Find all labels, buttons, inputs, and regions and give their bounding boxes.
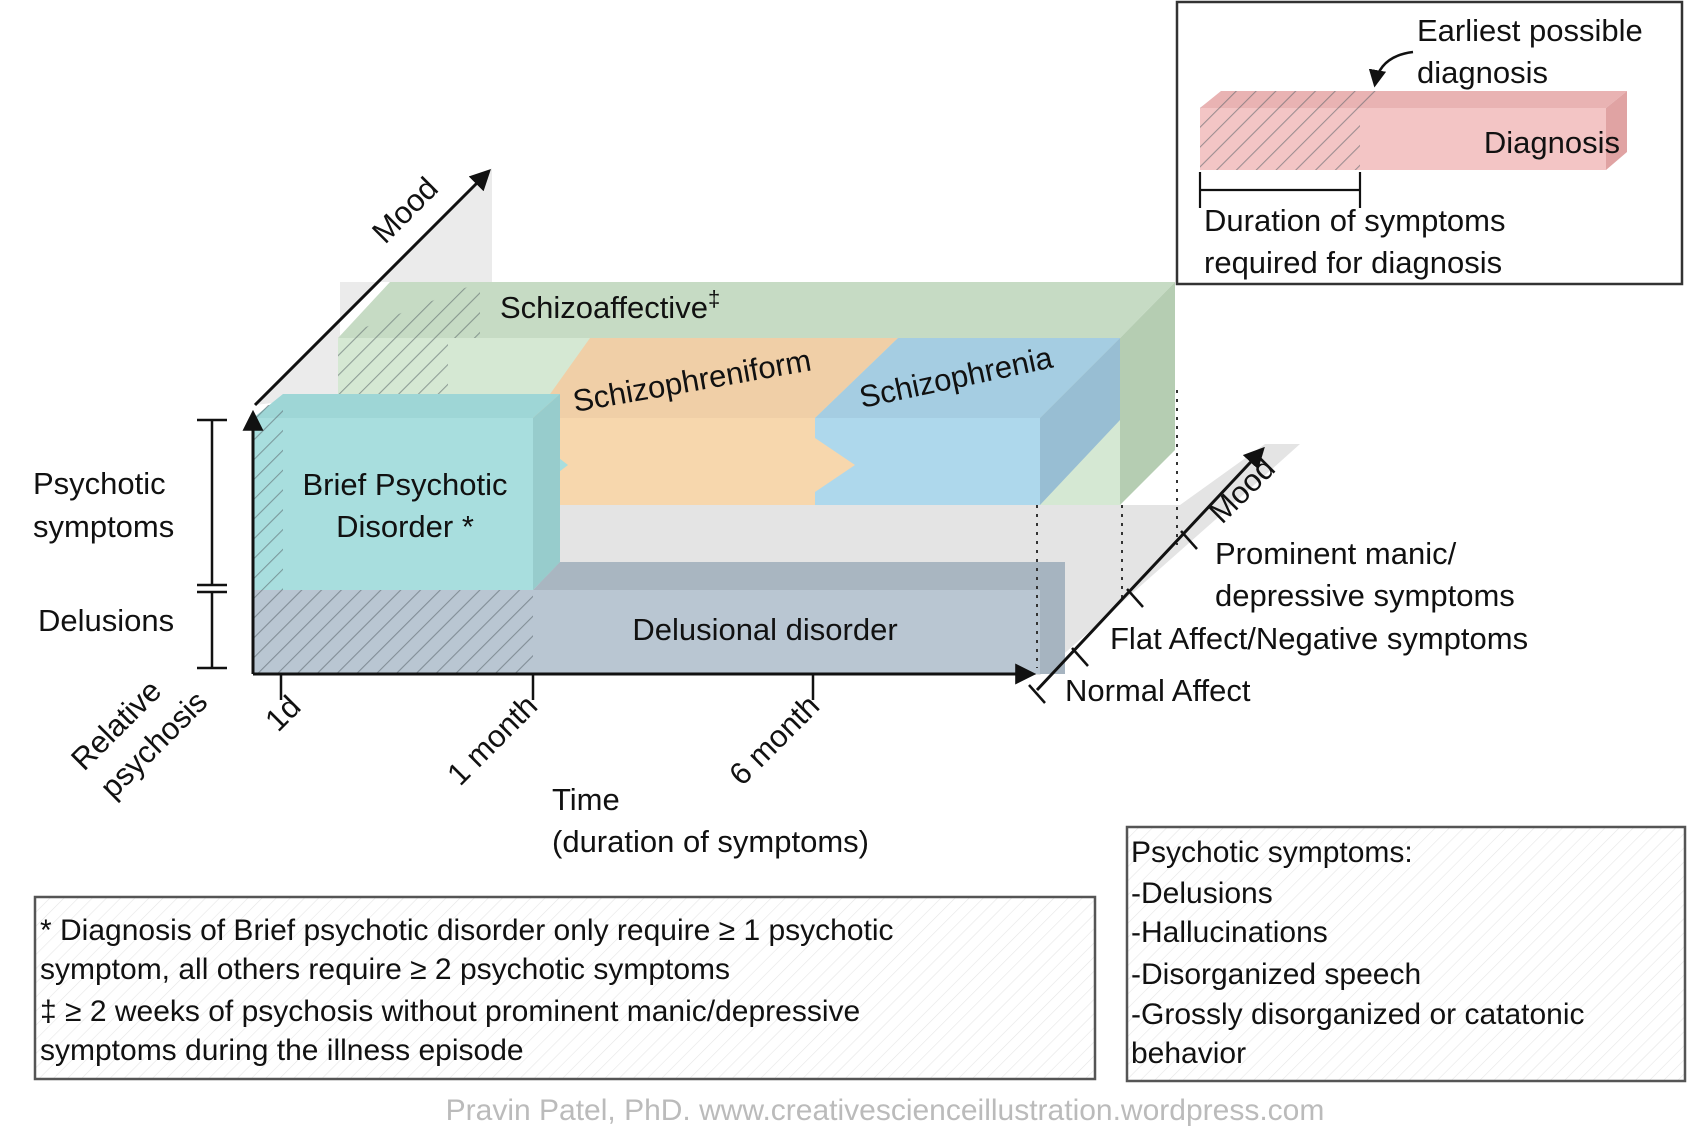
tick-label-6-month: 6 month xyxy=(722,688,826,792)
note-line-2: symptom, all others require ≥ 2 psychoti… xyxy=(40,953,730,986)
schizophrenia-block xyxy=(815,338,1120,505)
tick-label-1d: 1d xyxy=(258,689,307,738)
label-delusions: Delusions xyxy=(38,603,174,638)
notes-box: * Diagnosis of Brief psychotic disorder … xyxy=(33,895,1097,1081)
y-bracket xyxy=(197,418,227,670)
symptom-item: behavior xyxy=(1131,1037,1246,1070)
legend-duration-bracket xyxy=(1198,172,1362,208)
label-manic-1: Prominent manic/ xyxy=(1215,536,1457,571)
label-schizoaffective: Schizoaffective‡ xyxy=(500,286,720,325)
brief-psychotic-block xyxy=(253,394,560,590)
label-manic-2: depressive symptoms xyxy=(1215,578,1515,613)
projection-lines xyxy=(1036,390,1178,668)
legend-earliest-1: Earliest possible xyxy=(1417,13,1643,48)
label-brief-line2: Disorder * xyxy=(336,509,474,544)
legend-duration-2: required for diagnosis xyxy=(1204,245,1502,280)
label-psychotic-2: symptoms xyxy=(33,509,174,544)
mood-tick-marks xyxy=(1028,530,1198,704)
label-psychotic-1: Psychotic xyxy=(33,466,166,501)
label-normal-affect: Normal Affect xyxy=(1065,673,1251,708)
label-time: Time xyxy=(552,782,620,817)
tick-label-1-month: 1 month xyxy=(440,688,544,792)
mood-axis-top xyxy=(253,169,491,407)
time-tick-marks xyxy=(279,674,815,700)
label-time-sub: (duration of symptoms) xyxy=(552,824,869,859)
credit-line: Pravin Patel, PhD. www.creativescienceil… xyxy=(446,1094,1325,1127)
legend-diagnosis-label: Diagnosis xyxy=(1484,125,1620,160)
symptoms-box: Psychotic symptoms: -Delusions -Hallucin… xyxy=(1125,825,1687,1083)
legend-earliest-2: diagnosis xyxy=(1417,55,1548,90)
symptom-item: -Delusions xyxy=(1131,877,1273,910)
legend-duration-1: Duration of symptoms xyxy=(1204,203,1506,238)
note-line-1: * Diagnosis of Brief psychotic disorder … xyxy=(40,914,894,947)
symptom-item: -Hallucinations xyxy=(1131,916,1328,949)
legend-pointer-arrow xyxy=(1368,50,1414,88)
note-line-4: symptoms during the illness episode xyxy=(40,1034,524,1067)
schizophreniform-block xyxy=(533,338,898,505)
symptoms-title: Psychotic symptoms: xyxy=(1131,836,1413,869)
label-delusional: Delusional disorder xyxy=(632,612,897,647)
legend-box: Diagnosis Earliest possible diagnosis Du… xyxy=(1175,0,1684,286)
label-flat-affect: Flat Affect/Negative symptoms xyxy=(1110,621,1528,656)
symptom-item: -Grossly disorganized or catatonic xyxy=(1131,998,1585,1031)
note-line-3: ‡ ≥ 2 weeks of psychosis without promine… xyxy=(40,995,860,1028)
label-brief-line1: Brief Psychotic xyxy=(302,467,507,502)
symptom-item: -Disorganized speech xyxy=(1131,958,1421,991)
